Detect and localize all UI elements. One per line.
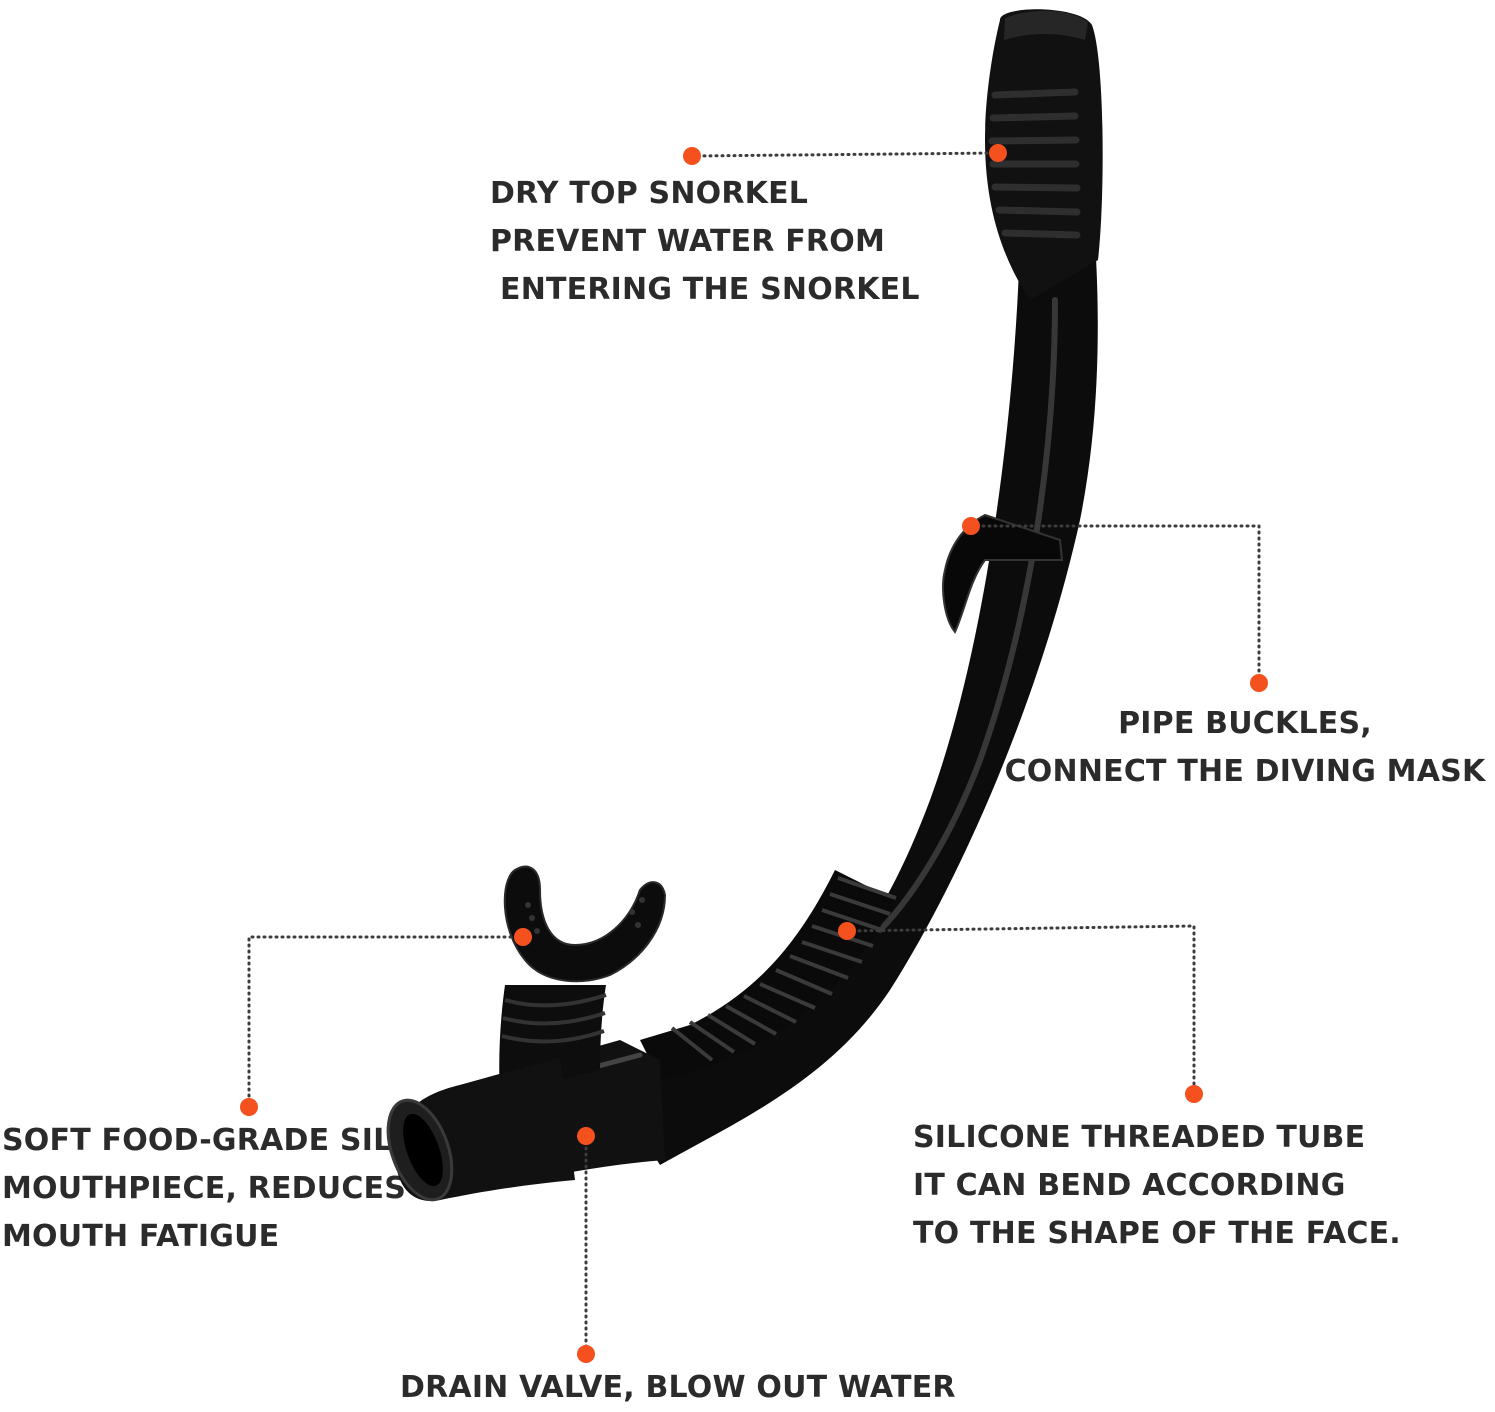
callout-line: IT CAN BEND ACCORDING: [913, 1168, 1346, 1203]
dry-top-cap: [1004, 10, 1088, 40]
mouthpiece-bite-wings: [503, 865, 667, 983]
pipe-buckle: [942, 513, 1064, 634]
leader-mouthpiece: [247, 935, 525, 1108]
orange-dot-icon: [838, 922, 856, 940]
threaded-tube: [640, 870, 895, 1080]
orange-dot-icon: [514, 928, 532, 946]
leader-threaded-tube: [845, 924, 1196, 1095]
orange-dot-icon: [1250, 674, 1268, 692]
callout-pipe-buckles: PIPE BUCKLES, CONNECT THE DIVING MASK: [998, 700, 1492, 796]
tube-highlight: [877, 297, 1058, 933]
orange-dot-icon: [683, 147, 701, 165]
callout-line: SILICONE THREADED TUBE: [913, 1120, 1366, 1155]
orange-dot-icon: [962, 517, 980, 535]
callout-line: DRY TOP SNORKEL: [490, 176, 809, 211]
callout-mouthpiece: SOFT FOOD-GRADE SILICONE MOUTHPIECE, RED…: [2, 1117, 498, 1261]
bite-tab-texture: [525, 897, 645, 934]
orange-dot-icon: [577, 1127, 595, 1145]
leader-dry-top: [690, 151, 1000, 158]
dry-top-grille: [988, 88, 1081, 239]
callout-line: ENTERING THE SNORKEL: [500, 272, 920, 307]
callout-line: PIPE BUCKLES,: [1118, 706, 1372, 741]
thread-ridges: [670, 876, 897, 1062]
leader-pipe-buckle: [969, 524, 1261, 684]
orange-dot-icon: [1185, 1085, 1203, 1103]
callout-line: DRAIN VALVE, BLOW OUT WATER: [400, 1370, 956, 1405]
callout-threaded-tube: SILICONE THREADED TUBE IT CAN BEND ACCOR…: [913, 1114, 1401, 1258]
orange-dot-icon: [577, 1345, 595, 1363]
orange-dot-icon: [989, 144, 1007, 162]
callout-dry-top: DRY TOP SNORKEL PREVENT WATER FROM ENTER…: [490, 170, 920, 314]
callout-line: MOUTH FATIGUE: [2, 1219, 280, 1254]
neck-rings: [501, 993, 607, 1044]
callout-line: SOFT FOOD-GRADE SILICONE: [2, 1123, 498, 1158]
callout-line: CONNECT THE DIVING MASK: [1004, 754, 1486, 789]
dry-top-valve: [985, 9, 1103, 301]
callout-markers: [240, 144, 1268, 1363]
callout-line: MOUTHPIECE, REDUCES: [2, 1171, 407, 1206]
leader-lines: [247, 151, 1261, 1356]
callout-drain-valve: DRAIN VALVE, BLOW OUT WATER: [400, 1364, 956, 1412]
callout-line: PREVENT WATER FROM: [490, 224, 885, 259]
orange-dot-icon: [240, 1098, 258, 1116]
callout-line: TO THE SHAPE OF THE FACE.: [913, 1216, 1401, 1251]
